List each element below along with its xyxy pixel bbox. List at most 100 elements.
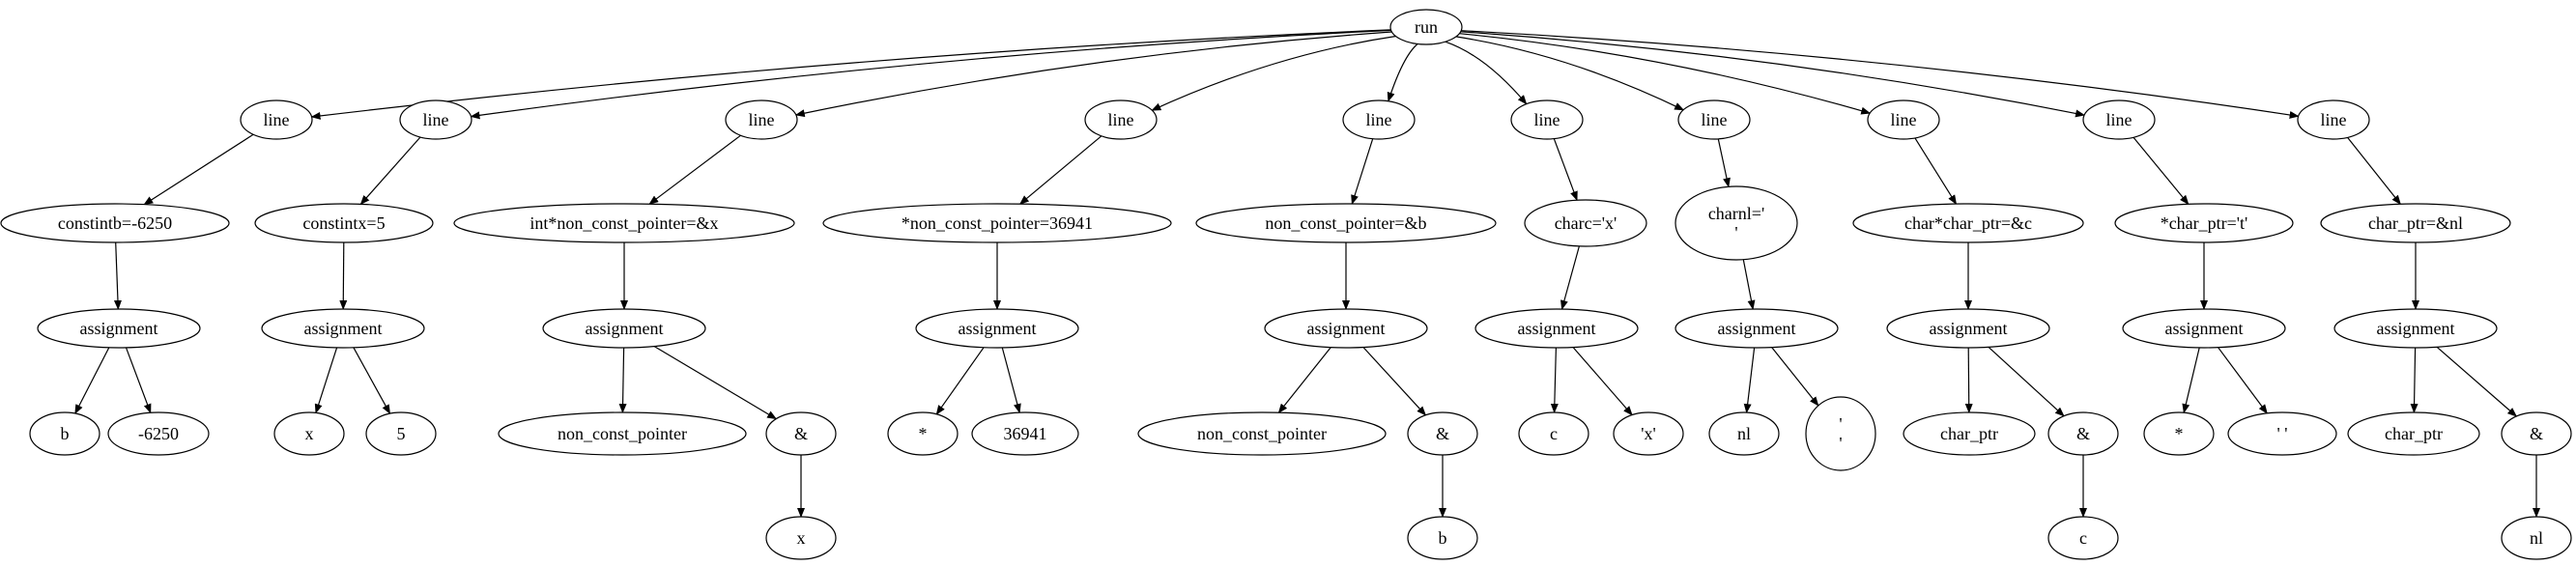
node-a10-shape	[2333, 308, 2498, 349]
node-run-label: run	[1415, 17, 1438, 37]
node-s5: non_const_pointer=&b	[1195, 203, 1497, 243]
node-l6-shape	[1510, 99, 1584, 140]
node-s6-shape	[1524, 199, 1647, 247]
node-l8: line	[1867, 99, 1940, 140]
edge-run-l2	[470, 29, 1391, 120]
node-l8-shape	[1867, 99, 1940, 140]
node-a2: assignment	[261, 308, 425, 349]
node-amp3-label: &	[794, 424, 808, 443]
edge-a1-b1	[74, 347, 110, 414]
node-s5-label: non_const_pointer=&b	[1265, 213, 1426, 233]
node-v9: ' '	[2227, 411, 2337, 456]
node-s4-shape	[822, 203, 1172, 243]
node-l10: line	[2297, 99, 2370, 140]
node-run-shape	[1389, 9, 1463, 45]
node-x8-shape	[2047, 516, 2119, 560]
edge-a7-b7	[1743, 347, 1756, 414]
edge-run-l7	[1455, 36, 1685, 111]
node-x5: b	[1407, 516, 1478, 560]
node-b3: non_const_pointer	[498, 411, 747, 456]
node-v6: 'x'	[1613, 411, 1684, 456]
edge-a2-v2	[353, 347, 391, 414]
edge-a4-b4	[935, 347, 985, 415]
node-x10: nl	[2501, 516, 2572, 560]
edge-a2-b2	[314, 347, 338, 414]
edge-a7-v7	[1771, 347, 1819, 407]
node-v2-shape	[365, 411, 437, 456]
node-a1-shape	[37, 308, 201, 349]
node-l9: line	[2082, 99, 2156, 140]
node-b6-label: c	[1550, 424, 1558, 443]
node-b10-shape	[2347, 411, 2480, 456]
node-l6: line	[1510, 99, 1584, 140]
node-a3-label: assignment	[586, 319, 664, 338]
node-b4-shape	[887, 411, 959, 456]
node-a5-label: assignment	[1307, 319, 1386, 338]
node-a7-label: assignment	[1718, 319, 1796, 338]
node-amp5-shape	[1407, 411, 1478, 456]
node-l10-shape	[2297, 99, 2370, 140]
node-b5-label: non_const_pointer	[1197, 424, 1327, 443]
node-l2-label: line	[423, 110, 449, 129]
node-a5-shape	[1264, 308, 1428, 349]
node-b4-label: *	[919, 424, 928, 443]
node-x3-shape	[765, 516, 837, 560]
node-x3: x	[765, 516, 837, 560]
node-a9-shape	[2122, 308, 2286, 349]
node-x10-label: nl	[2530, 528, 2543, 548]
node-s3-shape	[453, 203, 795, 243]
node-s8: char*char_ptr=&c	[1852, 203, 2084, 243]
node-a3-shape	[542, 308, 706, 349]
edge-l7-s7	[1717, 138, 1731, 188]
node-s3: int*non_const_pointer=&x	[453, 203, 795, 243]
node-v2: 5	[365, 411, 437, 456]
edge-a6-b6	[1550, 347, 1559, 413]
node-l8-label: line	[1891, 110, 1917, 129]
node-s10: char_ptr=&nl	[2320, 203, 2511, 243]
node-x5-label: b	[1439, 528, 1447, 548]
node-s1-shape	[0, 203, 230, 243]
node-s5-shape	[1195, 203, 1497, 243]
edge-a9-b9	[2182, 347, 2200, 414]
node-v7-shape	[1805, 396, 1876, 471]
node-v6-shape	[1613, 411, 1684, 456]
node-x8: c	[2047, 516, 2119, 560]
node-l2: line	[399, 99, 472, 140]
node-s2-shape	[254, 203, 434, 243]
node-amp3-shape	[765, 411, 837, 456]
node-x3-label: x	[797, 528, 806, 548]
edge-l4-s4	[1018, 135, 1102, 205]
edge-run-l8	[1459, 33, 1872, 115]
node-amp5-label: &	[1436, 424, 1449, 443]
node-b6: c	[1518, 411, 1589, 456]
node-s9-shape	[2114, 203, 2294, 243]
node-b8-shape	[1903, 411, 2036, 456]
node-s7-label: charnl='	[1708, 204, 1764, 223]
node-v1-label: -6250	[138, 424, 179, 443]
node-a2-label: assignment	[304, 319, 383, 338]
node-l3-shape	[725, 99, 798, 140]
node-s8-shape	[1852, 203, 2084, 243]
node-b7-shape	[1708, 411, 1780, 456]
node-amp8-label: &	[2076, 424, 2090, 443]
node-l9-shape	[2082, 99, 2156, 140]
edge-run-l9	[1460, 31, 2086, 118]
node-a2-shape	[261, 308, 425, 349]
node-b7-label: nl	[1737, 424, 1751, 443]
node-l4: line	[1084, 99, 1158, 140]
node-v9-label: ' '	[2277, 424, 2288, 443]
node-b7: nl	[1708, 411, 1780, 456]
node-b8: char_ptr	[1903, 411, 2036, 456]
edge-a8-b8	[1964, 347, 1973, 413]
node-v1: -6250	[107, 411, 210, 456]
edge-s1-a1	[113, 241, 122, 310]
node-a4-label: assignment	[959, 319, 1037, 338]
node-a8: assignment	[1886, 308, 2050, 349]
node-x10-shape	[2501, 516, 2572, 560]
node-l5: line	[1342, 99, 1416, 140]
node-a4-shape	[915, 308, 1079, 349]
node-l7-shape	[1677, 99, 1751, 140]
node-s9-label: *char_ptr='t'	[2161, 213, 2248, 233]
node-l10-label: line	[2321, 110, 2347, 129]
